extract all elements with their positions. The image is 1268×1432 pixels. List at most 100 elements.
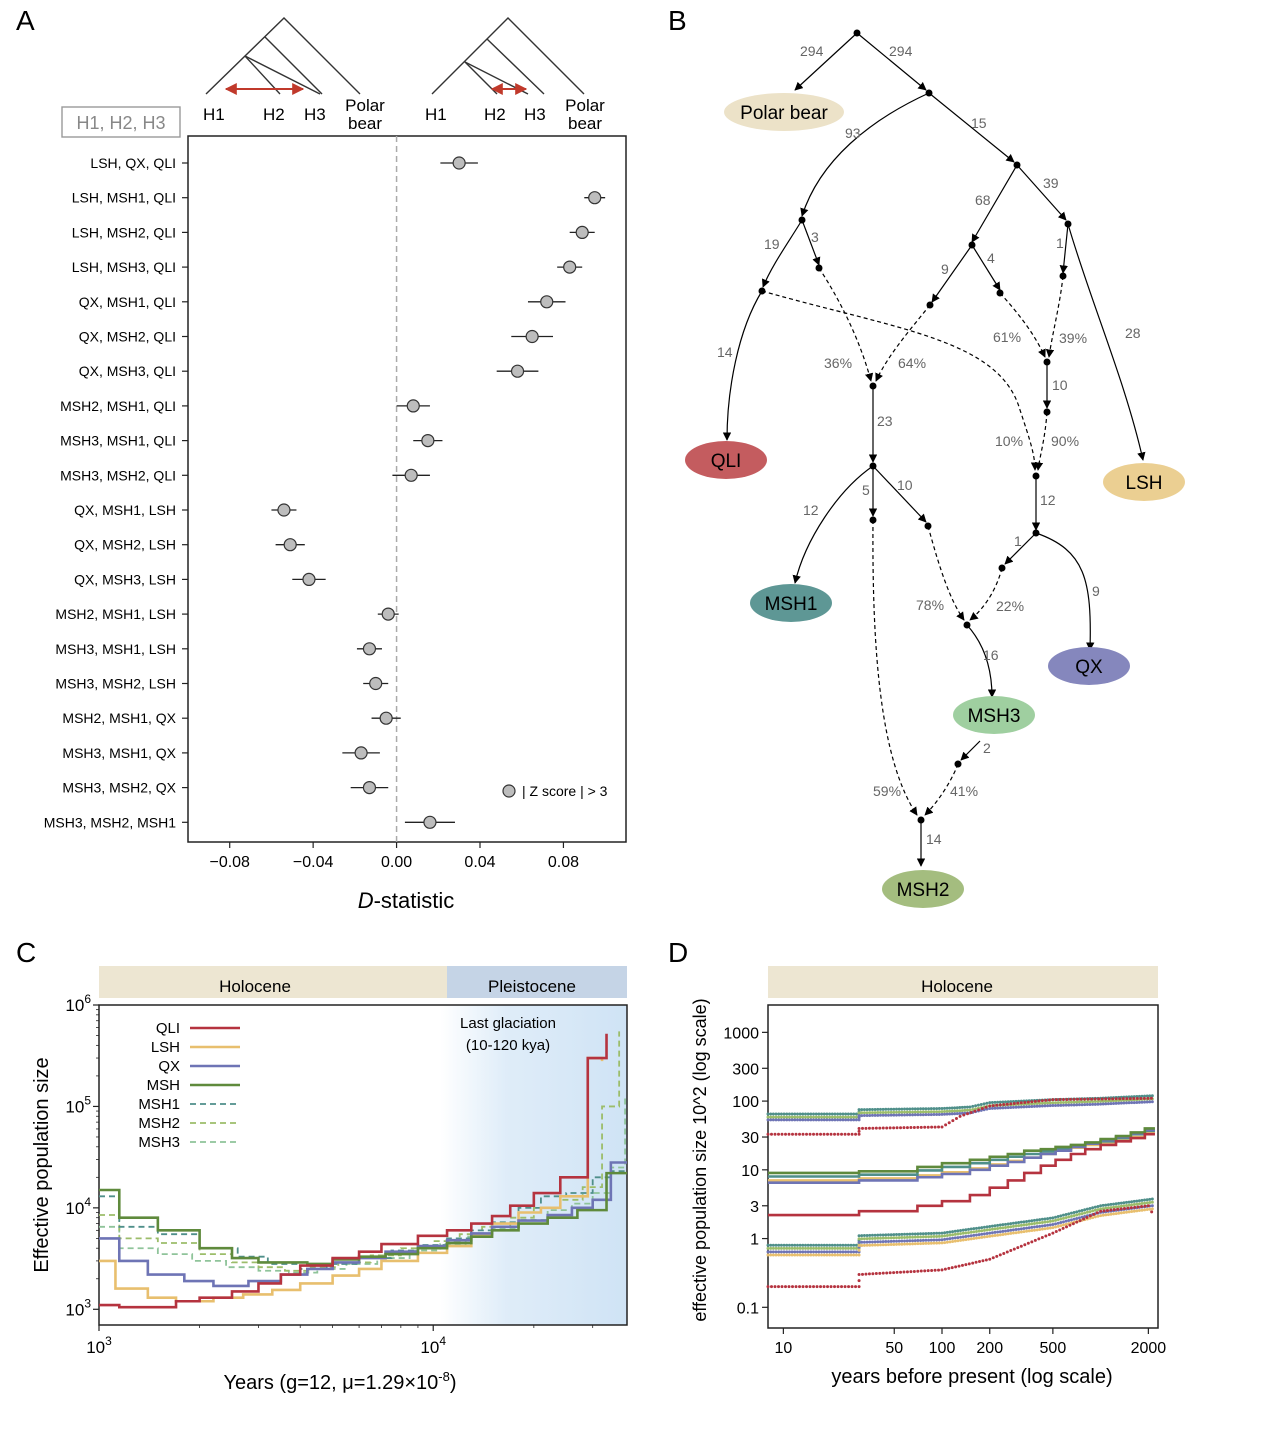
dotted-lower — [1014, 1231, 1018, 1235]
dotted-lower — [868, 1237, 872, 1241]
dotted-lower — [814, 1253, 818, 1257]
dotted-upper — [993, 1100, 997, 1104]
series-line-qli — [768, 1132, 1155, 1217]
dotted-upper — [814, 1118, 818, 1122]
dotted-lower — [967, 1231, 971, 1235]
dotted-lower — [836, 1246, 840, 1250]
series-line-msh — [99, 1171, 627, 1266]
dotted-lower — [1014, 1221, 1018, 1225]
dotted-lower — [1109, 1212, 1113, 1216]
dotted-lower — [1064, 1213, 1068, 1217]
dotted-upper — [1056, 1101, 1060, 1105]
dotted-qli — [1093, 1097, 1097, 1101]
dotted-lower — [852, 1246, 856, 1250]
tree-label-polar2-right: bear — [568, 114, 602, 133]
dotted-upper — [1119, 1101, 1123, 1105]
edge-label: 12 — [803, 502, 819, 518]
dotted-qli — [905, 1126, 909, 1130]
dotted-qli — [1142, 1096, 1146, 1100]
dotted-upper — [996, 1100, 1000, 1104]
dotted-qli — [912, 1125, 916, 1129]
dotted-lower — [1130, 1203, 1134, 1207]
dotted-lower — [1067, 1212, 1071, 1216]
dotted-qli — [912, 1269, 916, 1273]
dotted-qli — [847, 1132, 851, 1136]
dotted-upper — [822, 1115, 826, 1119]
dotted-qli — [1139, 1096, 1143, 1100]
dotted-lower — [833, 1250, 837, 1254]
dotted-lower — [911, 1235, 915, 1239]
dotted-lower — [1072, 1210, 1076, 1214]
dotted-lower — [969, 1234, 973, 1238]
dotted-lower — [782, 1243, 786, 1247]
dotted-upper — [790, 1112, 794, 1116]
x-tick-label: 104 — [420, 1334, 446, 1357]
glaciation-label-1: Last glaciation — [460, 1015, 556, 1032]
dotted-upper — [836, 1115, 840, 1119]
dotted-upper — [903, 1107, 907, 1111]
dotted-lower — [785, 1246, 789, 1250]
dotted-lower — [833, 1243, 837, 1247]
dotted-lower — [862, 1240, 866, 1244]
dotted-lower — [806, 1250, 810, 1254]
dotted-qli — [812, 1132, 816, 1136]
dotted-lower — [1075, 1216, 1079, 1220]
dotted-qli — [1104, 1097, 1108, 1101]
dotted-lower — [857, 1244, 861, 1248]
dotted-lower — [985, 1228, 989, 1232]
dotted-qli — [965, 1112, 969, 1116]
dotted-qli — [826, 1132, 830, 1136]
dotted-qli — [1085, 1215, 1089, 1219]
dotted-qli — [1097, 1097, 1101, 1101]
dotted-qli — [801, 1285, 805, 1289]
dotted-upper — [878, 1111, 882, 1115]
dotted-upper — [873, 1113, 877, 1117]
dotted-lower — [1051, 1223, 1055, 1227]
dotted-lower — [771, 1246, 775, 1250]
dotted-lower — [857, 1237, 861, 1241]
dotted-qli — [895, 1270, 899, 1274]
dotted-lower — [1019, 1227, 1023, 1231]
dotted-upper — [900, 1113, 904, 1117]
dotted-lower — [982, 1235, 986, 1239]
dotted-lower — [959, 1238, 963, 1242]
dotted-lower — [916, 1232, 920, 1236]
dotted-qli — [899, 1270, 903, 1274]
dotted-lower — [1101, 1203, 1105, 1207]
dotted-lower — [878, 1240, 882, 1244]
dotted-lower — [1004, 1229, 1008, 1233]
dotted-upper — [927, 1107, 931, 1111]
x-axis-title-rest: -statistic — [374, 888, 455, 913]
dotted-lower — [900, 1236, 904, 1240]
dotted-lower — [967, 1237, 971, 1241]
dotted-lower — [873, 1233, 877, 1237]
dotted-lower — [846, 1250, 850, 1254]
dotted-upper — [878, 1113, 882, 1117]
dotted-qli — [822, 1285, 826, 1289]
edge-label: 90% — [1051, 433, 1079, 449]
dotted-lower — [798, 1250, 802, 1254]
dotted-upper — [889, 1110, 893, 1114]
dotted-lower — [967, 1227, 971, 1231]
dotted-lower — [886, 1236, 890, 1240]
dotted-lower — [1117, 1205, 1121, 1209]
dotted-lower — [988, 1228, 992, 1232]
dotted-upper — [782, 1112, 786, 1116]
dotted-lower — [1017, 1227, 1021, 1231]
dotted-upper — [844, 1112, 848, 1116]
edge-label: 9 — [941, 261, 949, 277]
dotted-lower — [1067, 1219, 1071, 1223]
edge-label: 61% — [993, 329, 1021, 345]
dotted-lower — [1064, 1222, 1068, 1226]
dotted-upper — [971, 1108, 975, 1112]
dotted-lower — [1022, 1230, 1026, 1234]
dotted-lower — [820, 1243, 824, 1247]
dotted-lower — [868, 1233, 872, 1237]
dotted-lower — [1009, 1222, 1013, 1226]
dotted-upper — [822, 1112, 826, 1116]
dotted-upper — [868, 1113, 872, 1117]
dotted-lower — [889, 1233, 893, 1237]
dotted-lower — [919, 1235, 923, 1239]
dotted-lower — [1048, 1223, 1052, 1227]
